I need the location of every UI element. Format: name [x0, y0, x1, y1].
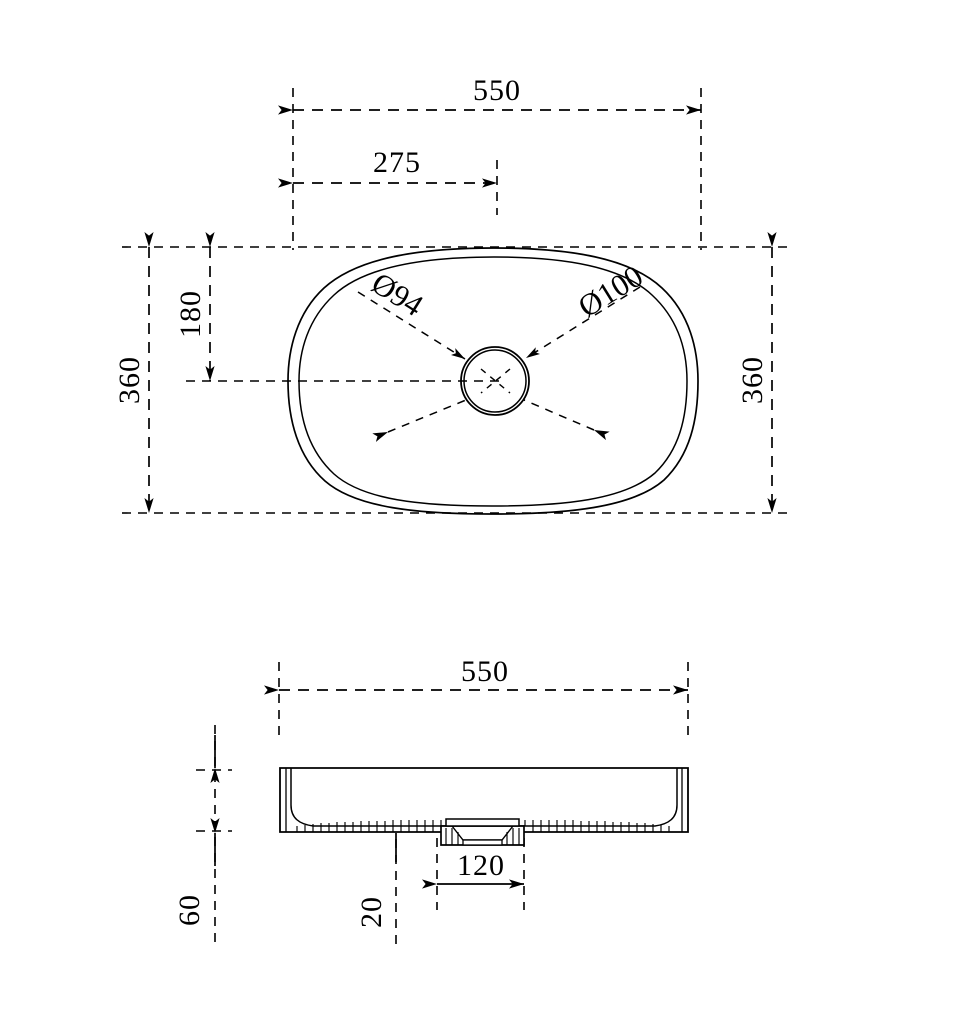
dim-label-180: 180 [174, 290, 207, 338]
leader-dia94-lower [372, 399, 467, 442]
dim-plan-drain-offset-180: 180 [174, 232, 215, 381]
dim-section-width-550: 550 [264, 655, 688, 695]
drain-hole-plan [460, 346, 530, 416]
leader-dia100-lower [523, 399, 610, 441]
dim-section-depth-20: 20 [355, 775, 401, 928]
drain-outlet [462, 839, 503, 846]
dim-label-20: 20 [355, 896, 388, 928]
section-view-group: 550 60 20 120 [173, 655, 689, 945]
dim-plan-depth-360-right: 360 [736, 232, 777, 513]
drain-flange [445, 818, 520, 827]
leader-line-dia94-lower [372, 399, 467, 442]
dim-label-550-top: 550 [473, 74, 521, 107]
dim-plan-width-275: 275 [278, 146, 497, 188]
dim-plan-width-550: 550 [278, 74, 701, 115]
drain-fitting-section [440, 818, 525, 846]
drain-inner-circle [463, 349, 527, 413]
basin-outer-rim [287, 247, 699, 515]
basin-inner-bowl [298, 256, 688, 507]
leader-line-dia100-upper [525, 286, 641, 359]
dim-section-drain-120: 120 [422, 849, 524, 889]
callout-label-dia94: Ø94 [366, 265, 430, 323]
dim-plan-depth-360-left: 360 [113, 232, 154, 513]
section-hatching [296, 820, 670, 832]
dim-label-360-left: 360 [113, 356, 146, 404]
plan-view-group: 550 275 360 180 360 [113, 74, 790, 515]
leader-dia94-upper [357, 291, 466, 360]
leader-dia100-upper [525, 286, 641, 359]
drain-hatching [445, 828, 520, 845]
leader-line-dia94-upper [357, 291, 466, 360]
drain-outer-circle [460, 346, 530, 416]
callout-label-dia100: Ø100 [572, 258, 649, 324]
dim-section-height-60: 60 [173, 735, 220, 926]
dim-label-550-section: 550 [461, 655, 509, 688]
dim-label-360-right: 360 [736, 356, 769, 404]
dim-label-120: 120 [457, 849, 505, 882]
leader-line-dia100-lower [523, 399, 610, 441]
basin-rim-lines [285, 768, 683, 832]
plan-extension-lines [122, 88, 790, 514]
dim-label-275: 275 [373, 146, 421, 179]
basin-section-body [279, 767, 689, 833]
dim-label-60: 60 [173, 894, 206, 926]
